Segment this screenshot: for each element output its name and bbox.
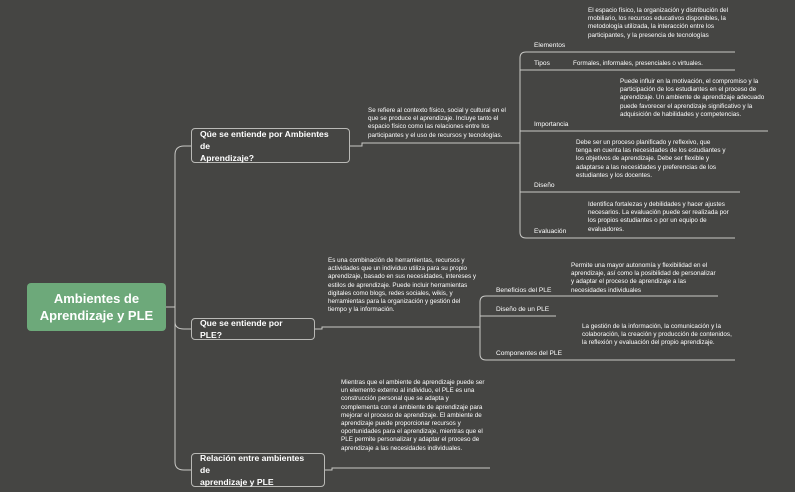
branch-que-es-ple[interactable]: Que se entiende por PLE?: [191, 318, 315, 340]
link-root-branch-1: [166, 145, 191, 308]
link-branch1-trunk: [519, 51, 530, 239]
branch-title-line2: aprendizaje y PLE: [200, 477, 274, 487]
root-node[interactable]: Ambientes de Aprendizaje y PLE: [27, 283, 166, 331]
child-label-diseno[interactable]: Diseño: [534, 182, 555, 189]
child-text-elementos: El espacio físico, la organización y dis…: [588, 7, 729, 39]
child-label-importancia[interactable]: Importancia: [534, 121, 569, 128]
branch-description: Es una combinación de herramientas, recu…: [328, 257, 477, 314]
child-text-tipos: Formales, informales, presenciales o vir…: [573, 60, 703, 67]
branch-description: Se refiere al contexto físico, social y …: [368, 107, 506, 139]
child-label-evaluacion[interactable]: Evaluación: [534, 228, 567, 235]
branch-title-line1: Que se entiende por PLE?: [200, 318, 283, 340]
link-branch3-desc: [325, 467, 490, 471]
link-root-branch-3: [174, 307, 191, 471]
branch-title-line2: Aprendizaje?: [200, 152, 254, 163]
branch-title-line1: Relación entre ambientes de: [200, 453, 305, 475]
branch-relacion-ambientes-ple[interactable]: Relación entre ambientes de aprendizaje …: [191, 453, 325, 487]
root-title-line1: Ambientes de: [53, 291, 140, 306]
branch-description: Mientras que el ambiente de aprendizaje …: [341, 379, 485, 452]
child-label-beneficios[interactable]: Beneficios del PLE: [496, 287, 552, 294]
child-text-importancia: Puede influir en la motivación, el compr…: [620, 78, 765, 118]
child-text-diseno: Debe ser un proceso planificado y reflex…: [576, 139, 726, 179]
root-title-line2: Aprendizaje y PLE: [39, 308, 154, 323]
link-root-branch-2: [174, 307, 191, 330]
link-branch1-desc: [350, 142, 520, 147]
link-branch2-desc: [315, 326, 480, 330]
branch-ambientes-aprendizaje[interactable]: Qúe se entiende por Ambientes de Aprendi…: [191, 128, 350, 163]
child-label-componentes[interactable]: Componentes del PLE: [496, 350, 562, 357]
branch-title-line1: Qúe se entiende por Ambientes de: [200, 128, 329, 151]
child-label-diseno-ple[interactable]: Diseño de un PLE: [496, 306, 550, 313]
child-label-elementos[interactable]: Elementos: [534, 42, 566, 49]
child-text-componentes: La gestión de la información, la comunic…: [582, 323, 732, 347]
child-label-tipos[interactable]: Tipos: [534, 60, 550, 67]
child-text-beneficios: Permite una mayor autonomía y flexibilid…: [571, 262, 716, 294]
child-text-evaluacion: Identifica fortalezas y debilidades y ha…: [588, 201, 729, 233]
link-branch2-trunk: [479, 295, 492, 361]
